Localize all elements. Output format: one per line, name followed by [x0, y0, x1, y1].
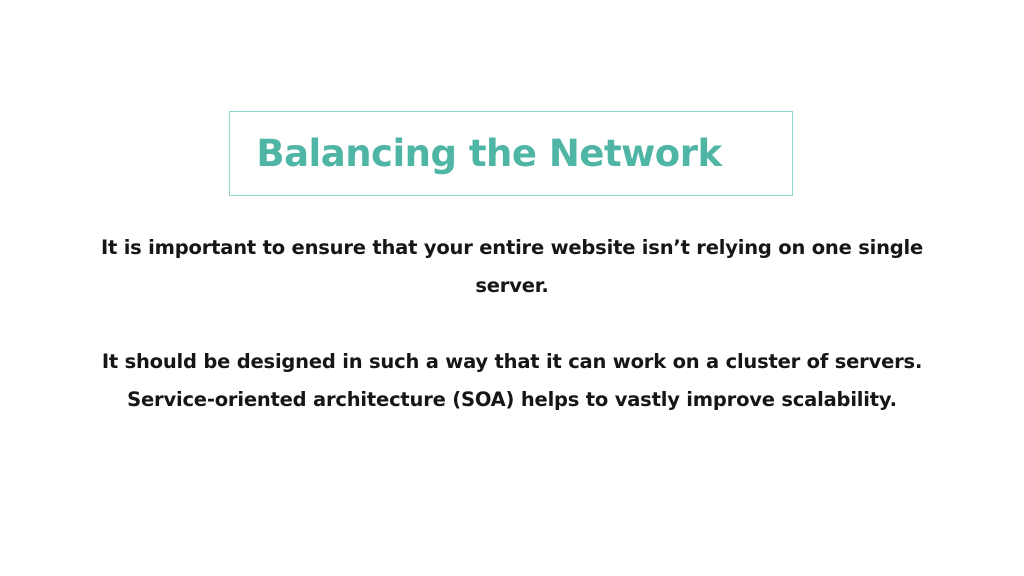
- paragraph-line: It should be designed in such a way that…: [101, 350, 923, 373]
- slide-title: Balancing the Network: [256, 132, 722, 175]
- paragraph-line: Service-oriented architecture (SOA) help…: [127, 388, 897, 411]
- paragraph-cluster-soa: It should be designed in such a way that…: [40, 343, 984, 419]
- paragraph-line: server.: [475, 274, 549, 297]
- paragraph-line: It is important to ensure that your enti…: [100, 236, 924, 259]
- paragraph-server-reliance: It is important to ensure that your enti…: [40, 229, 984, 305]
- title-box: Balancing the Network: [229, 111, 793, 196]
